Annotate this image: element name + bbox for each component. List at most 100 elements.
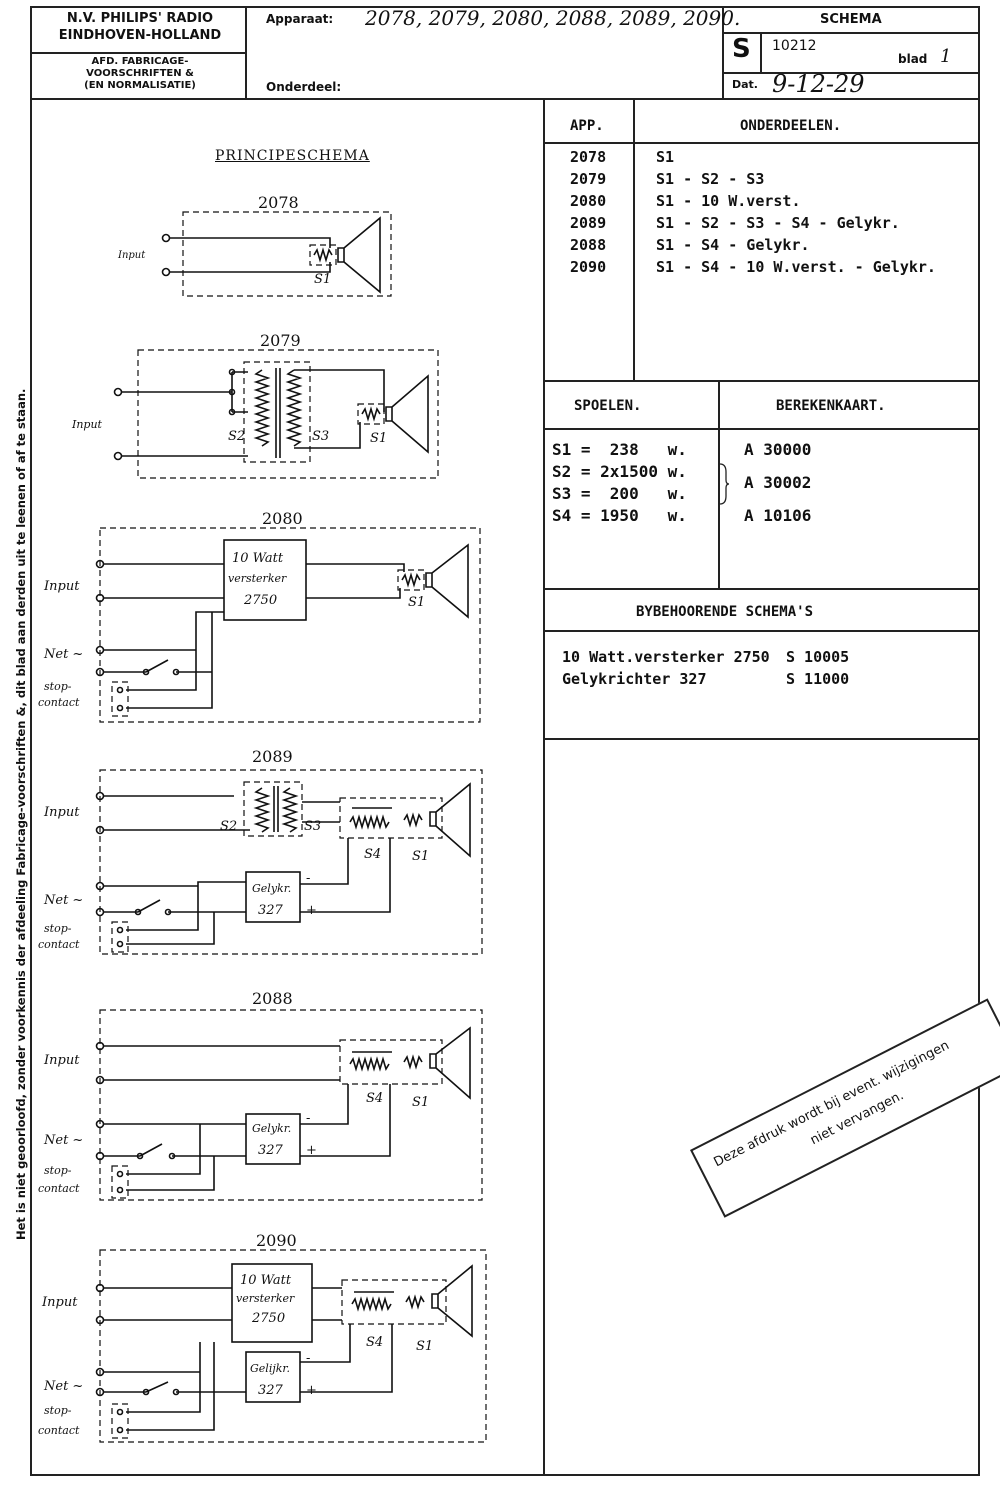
company-line2: EINDHOVEN-HOLLAND xyxy=(58,28,222,43)
related-title: BYBEHOORENDE SCHEMA'S xyxy=(636,604,814,620)
diagram-title: 2089 xyxy=(252,747,293,766)
wire xyxy=(104,1045,340,1081)
switch-contact xyxy=(172,668,180,676)
diagram-2090: 2090 10 Watt versterker 2750 Gelijkr. 32… xyxy=(38,1231,487,1443)
socket-pin xyxy=(116,1408,124,1416)
parts-row-parts: S1 - S4 - Gelykr. xyxy=(656,236,810,254)
speaker xyxy=(429,782,471,858)
wire xyxy=(302,801,340,823)
parts-row-parts: S1 - S4 - 10 W.verst. - Gelykr. xyxy=(656,258,936,276)
rect-label-2: 327 xyxy=(258,903,284,918)
schema-divider xyxy=(722,32,980,34)
coil xyxy=(403,812,423,828)
diagram-section-title: PRINCIPESCHEMA xyxy=(215,148,370,164)
input-label: Input xyxy=(43,1053,80,1068)
parts-col-divider xyxy=(633,98,635,380)
input-label: Input xyxy=(41,1295,78,1310)
related-bottom-line xyxy=(543,738,980,740)
wire xyxy=(312,1287,342,1321)
s1-label: S1 xyxy=(412,1095,429,1110)
parts-row-app: 2078 xyxy=(570,148,607,166)
coil-box xyxy=(339,797,443,839)
rectifier-box xyxy=(245,1113,301,1165)
s1-label: S1 xyxy=(408,595,425,610)
terminal xyxy=(95,1041,105,1051)
s4-label: S4 xyxy=(366,1335,383,1350)
switch-contact xyxy=(142,668,150,676)
terminal xyxy=(95,1315,105,1325)
socket-pin xyxy=(116,1426,124,1434)
coil-card: A 30000 xyxy=(744,440,812,459)
speaker xyxy=(425,543,469,619)
terminal xyxy=(95,1387,105,1397)
diagram-2080: 2080 10 Watt versterker 2750 Input Net ~… xyxy=(38,509,481,723)
coil-row: S3 = 200 w. xyxy=(552,484,687,503)
contact-label: contact xyxy=(38,1182,80,1195)
coil xyxy=(313,247,333,263)
switch-contact xyxy=(164,908,172,916)
rect-label-1: Gelijkr. xyxy=(250,1362,290,1375)
minus-sign: - xyxy=(306,1111,310,1126)
rect-label-2: 327 xyxy=(258,1143,284,1158)
terminal xyxy=(95,1119,105,1129)
speaker xyxy=(385,374,429,454)
blad-label: blad xyxy=(898,52,928,66)
coil-row: S1 = 238 w. xyxy=(552,440,687,459)
department-name: AFD. FABRICAGE- VOORSCHRIFTEN & (EN NORM… xyxy=(40,56,240,92)
socket-pin xyxy=(116,686,124,694)
parts-row-app: 2089 xyxy=(570,214,607,232)
rectifier-box xyxy=(245,871,301,923)
dat-label: Dat. xyxy=(732,78,758,91)
stop-label: stop- xyxy=(44,1404,72,1417)
coil-card: A 10106 xyxy=(744,506,812,525)
coils-header-line xyxy=(543,428,980,430)
enclosure xyxy=(182,211,392,297)
diagram-title: 2080 xyxy=(262,509,303,528)
socket-pin xyxy=(116,940,124,948)
dept-line3: (EN NORMALISATIE) xyxy=(84,80,196,91)
plus-sign: + xyxy=(306,1383,317,1398)
socket-box xyxy=(111,1403,129,1439)
diagram-2079: 2079 Input S2 S3 S1 xyxy=(71,331,439,479)
parts-row-app: 2090 xyxy=(570,258,607,276)
net-label: Net ~ xyxy=(43,647,83,662)
schema-s-divider xyxy=(760,32,762,72)
diagram-title: 2088 xyxy=(252,989,293,1008)
amp-label-1: 10 Watt xyxy=(240,1273,292,1288)
terminal xyxy=(113,451,123,461)
coil xyxy=(405,1294,425,1310)
speaker xyxy=(431,1264,473,1338)
input-label: Input xyxy=(117,250,146,261)
amplifier-box xyxy=(231,1263,313,1343)
socket-box xyxy=(111,681,129,717)
rect-label-1: Gelykr. xyxy=(252,882,291,895)
net-label: Net ~ xyxy=(43,1133,83,1148)
minus-sign: - xyxy=(306,871,310,886)
tap xyxy=(228,368,236,376)
choke xyxy=(351,1296,392,1312)
coils-col-coils: SPOELEN. xyxy=(574,398,642,414)
dat-value: 9-12-29 xyxy=(772,70,865,98)
enclosure xyxy=(99,1249,487,1443)
s2-label: S2 xyxy=(220,819,237,834)
stop-label: stop- xyxy=(44,680,72,693)
amp-label-1: 10 Watt xyxy=(232,551,284,566)
coils-bottom-line xyxy=(543,588,980,590)
amplifier-box xyxy=(223,539,307,621)
tap xyxy=(228,408,236,416)
socket-pin xyxy=(116,1170,124,1178)
terminal xyxy=(95,1151,105,1161)
amp-label-3: 2750 xyxy=(251,1311,285,1326)
header-divider-2 xyxy=(722,6,724,98)
enclosure xyxy=(99,769,483,955)
header-bottom-line xyxy=(30,98,980,100)
socket-pin xyxy=(116,704,124,712)
company-line1: N.V. PHILIPS' RADIO xyxy=(66,11,214,26)
coil-label: S1 xyxy=(314,272,331,287)
s1-label: S1 xyxy=(416,1339,433,1354)
wire xyxy=(104,795,250,831)
input-label: Input xyxy=(43,579,80,594)
coil-box xyxy=(397,569,425,591)
s2-label: S2 xyxy=(228,429,245,444)
apparaat-value: 2078, 2079, 2080, 2088, 2089, 2090. xyxy=(365,6,741,30)
